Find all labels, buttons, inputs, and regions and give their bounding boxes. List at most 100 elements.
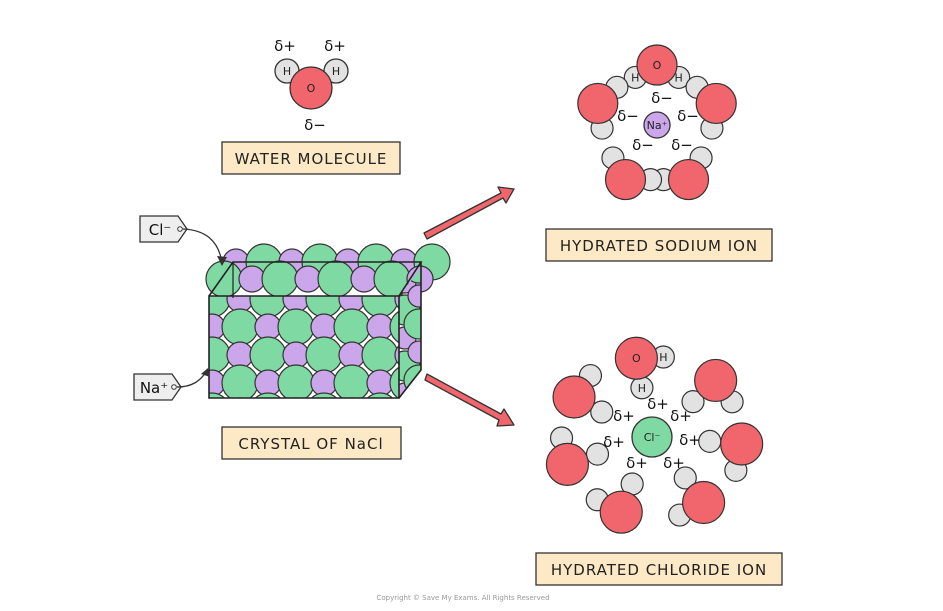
water-molecule: H H O δ+ δ+ δ− bbox=[274, 37, 349, 134]
cl-delta-1: δ+ bbox=[647, 395, 669, 413]
sodium-sphere bbox=[209, 313, 226, 341]
chloride-ion bbox=[631, 416, 673, 458]
sodium-sphere bbox=[310, 369, 338, 397]
oxygen-atom bbox=[604, 158, 647, 201]
oxygen-atom bbox=[695, 82, 737, 125]
water-delta-minus: δ− bbox=[304, 116, 326, 134]
sodium-sphere bbox=[254, 313, 282, 341]
cl-delta-5: δ+ bbox=[679, 431, 701, 449]
water-delta-plus-left: δ+ bbox=[274, 37, 296, 55]
hydrogen-label: H bbox=[659, 351, 667, 364]
oxygen-atom bbox=[552, 375, 596, 419]
chloride-sphere bbox=[305, 336, 343, 374]
sodium-sphere bbox=[366, 369, 394, 397]
oxygen-label: O bbox=[653, 59, 662, 72]
hydrogen-label: H bbox=[675, 71, 683, 84]
hydrated-chloride-label: HYDRATED CHLORIDE ION bbox=[535, 552, 783, 586]
chloride-sphere bbox=[361, 336, 399, 374]
hydrogen-label: H bbox=[638, 382, 646, 395]
chloride-sphere bbox=[277, 364, 315, 398]
hydrated-sodium-label: HYDRATED SODIUM ION bbox=[545, 228, 773, 262]
water-h-left-text: H bbox=[283, 65, 291, 78]
oxygen-atom bbox=[614, 336, 658, 380]
sodium-sphere bbox=[226, 341, 254, 369]
sodium-sphere bbox=[236, 397, 244, 398]
nacl-crystal bbox=[205, 243, 451, 424]
svg-text:Cl⁻: Cl⁻ bbox=[149, 221, 172, 239]
chloride-sphere bbox=[333, 308, 371, 346]
svg-text:CRYSTAL OF NaCl: CRYSTAL OF NaCl bbox=[238, 435, 383, 453]
sodium-sphere bbox=[254, 369, 282, 397]
copyright-text: Copyright © Save My Exams. All Rights Re… bbox=[376, 594, 549, 602]
chloride-sphere bbox=[221, 364, 259, 398]
sodium-sphere bbox=[338, 341, 366, 369]
cl-delta-6: δ+ bbox=[626, 454, 648, 472]
na-delta-right: δ− bbox=[677, 107, 699, 125]
hydrogen-atom bbox=[681, 390, 705, 414]
water-h-right-text: H bbox=[332, 65, 340, 78]
sodium-ion bbox=[643, 111, 671, 139]
chloride-sphere bbox=[389, 366, 399, 398]
oxygen-atom bbox=[694, 358, 738, 403]
oxygen-atom bbox=[667, 158, 710, 201]
sodium-sphere bbox=[366, 313, 394, 341]
sodium-sphere bbox=[294, 265, 322, 293]
sodium-sphere bbox=[407, 284, 421, 308]
svg-text:HYDRATED SODIUM ION: HYDRATED SODIUM ION bbox=[560, 237, 758, 255]
sodium-sphere bbox=[394, 296, 399, 310]
chloride-sphere bbox=[403, 308, 421, 340]
chloride-sphere bbox=[333, 364, 371, 398]
hydrogen-atom bbox=[590, 400, 614, 424]
oxygen-atom bbox=[599, 490, 643, 534]
oxygen-label: O bbox=[632, 352, 641, 365]
water-o-text: O bbox=[307, 82, 316, 95]
cl-delta-2: δ+ bbox=[613, 407, 635, 425]
oxygen-atom bbox=[636, 44, 678, 86]
na-delta-bottom-right: δ− bbox=[671, 136, 693, 154]
svg-text:Na⁺: Na⁺ bbox=[140, 379, 168, 397]
hydrogen-atom bbox=[698, 429, 722, 453]
chloride-sphere bbox=[249, 336, 287, 374]
oxygen-atom bbox=[720, 422, 764, 466]
oxygen-atom bbox=[682, 480, 726, 525]
hydrogen-atom bbox=[673, 466, 697, 490]
sodium-sphere bbox=[407, 340, 421, 364]
chloride-sphere bbox=[209, 336, 231, 374]
water-molecule-label: WATER MOLECULE bbox=[221, 141, 401, 175]
sodium-sphere bbox=[238, 265, 266, 293]
arrow-to-chloride bbox=[424, 373, 515, 427]
water-delta-plus-right: δ+ bbox=[324, 37, 346, 55]
svg-text:WATER MOLECULE: WATER MOLECULE bbox=[235, 150, 388, 168]
chloride-sphere bbox=[310, 392, 338, 398]
sodium-sphere bbox=[348, 397, 356, 398]
sodium-sphere bbox=[350, 265, 378, 293]
chloride-tag: Cl⁻ bbox=[139, 215, 227, 266]
crystal-front-face bbox=[209, 296, 421, 424]
cl-delta-4: δ+ bbox=[603, 433, 625, 451]
na-delta-bottom-left: δ− bbox=[632, 136, 654, 154]
sodium-sphere bbox=[292, 397, 300, 398]
na-delta-left: δ− bbox=[617, 107, 639, 125]
arrow-to-sodium bbox=[423, 186, 515, 240]
sodium-sphere bbox=[395, 398, 421, 424]
hydrogen-atom bbox=[585, 442, 610, 466]
chloride-sphere bbox=[221, 308, 259, 346]
chloride-sphere bbox=[209, 392, 226, 398]
sodium-sphere bbox=[282, 341, 310, 369]
hydrogen-label: H bbox=[631, 71, 639, 84]
sodium-sphere bbox=[310, 313, 338, 341]
svg-text:HYDRATED CHLORIDE ION: HYDRATED CHLORIDE ION bbox=[551, 561, 767, 579]
crystal-label: CRYSTAL OF NaCl bbox=[221, 426, 402, 460]
svg-text:Na⁺: Na⁺ bbox=[647, 119, 668, 132]
oxygen-atom bbox=[545, 442, 590, 486]
chloride-sphere bbox=[261, 260, 299, 298]
chloride-sphere bbox=[366, 392, 394, 398]
svg-text:Cl⁻: Cl⁻ bbox=[644, 431, 661, 444]
na-delta-top: δ− bbox=[651, 89, 673, 107]
sodium-tag: Na⁺ bbox=[133, 368, 210, 401]
chloride-sphere bbox=[317, 260, 355, 298]
chloride-sphere bbox=[389, 310, 399, 344]
